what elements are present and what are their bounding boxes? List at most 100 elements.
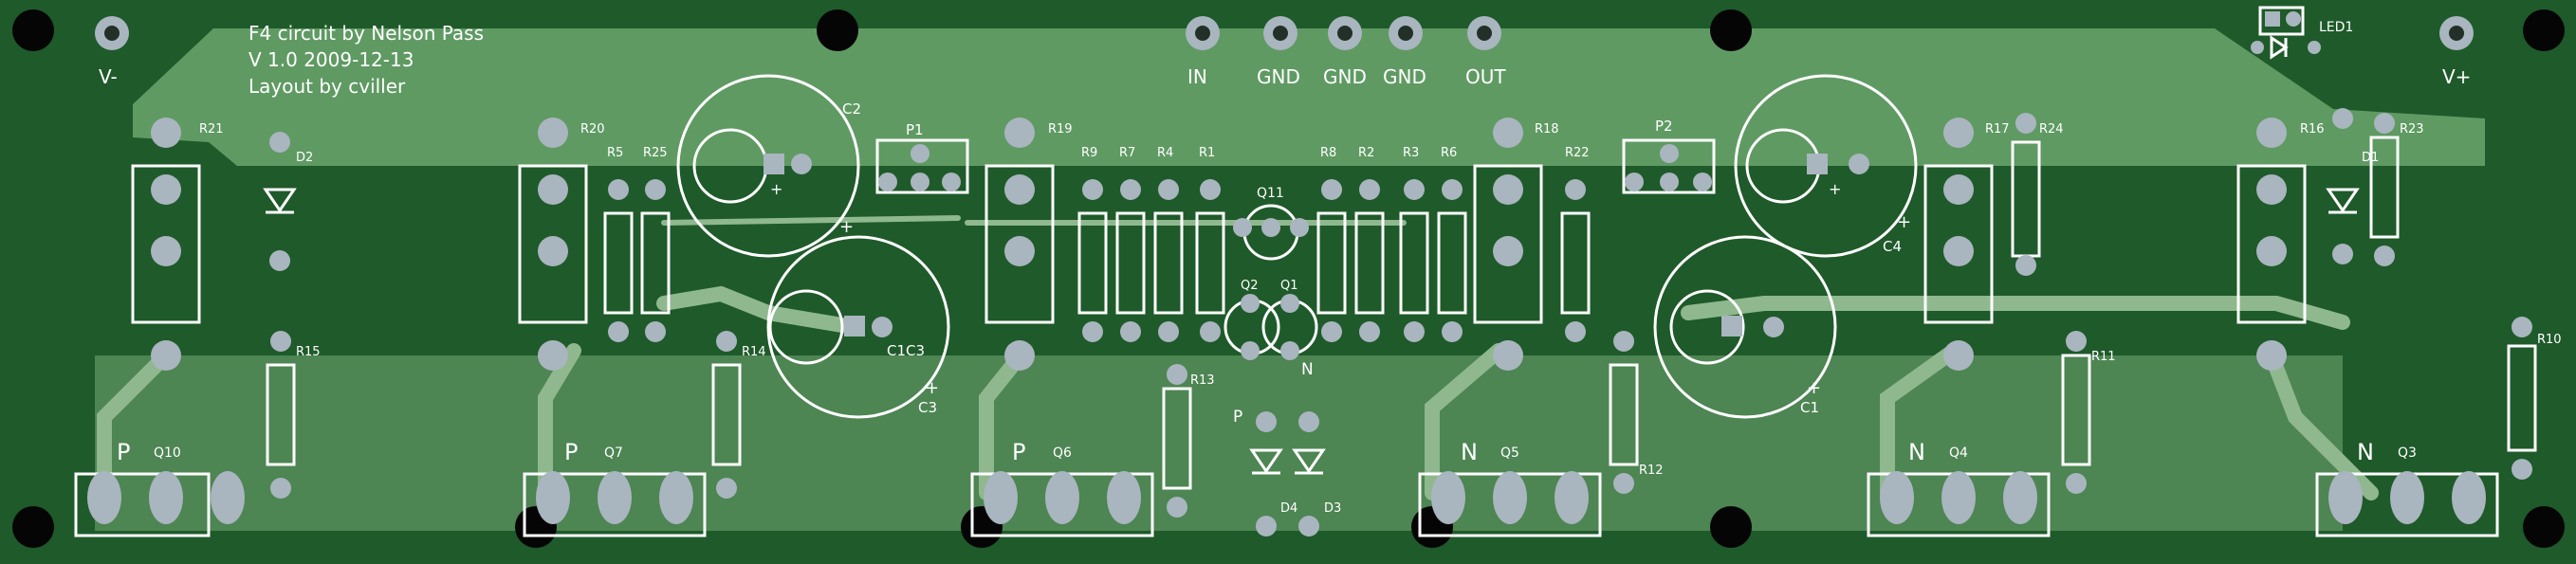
label-n-q3: N [2357, 439, 2374, 465]
trimpot-p2 [1622, 138, 1716, 194]
label-vminus: V- [99, 65, 118, 88]
label-r13: R13 [1190, 373, 1215, 388]
label-c2: C2 [842, 100, 861, 118]
resistor-r7 [1115, 211, 1146, 315]
power-resistor-r21 [131, 164, 201, 324]
resistor-r12 [1609, 363, 1639, 466]
resistor-r4 [1153, 211, 1184, 315]
silkscreen [74, 6, 2537, 537]
label-q11: Q11 [1257, 186, 1284, 201]
label-r24: R24 [2039, 122, 2064, 136]
plus-c2: + [839, 217, 854, 237]
label-r3: R3 [1403, 146, 1419, 160]
label-c1: C1 [1800, 399, 1819, 416]
resistor-r10 [2507, 344, 2537, 452]
diode-d4-symbol [1249, 448, 1283, 475]
label-r12: R12 [1639, 464, 1664, 478]
label-q2: Q2 [1241, 279, 1259, 293]
capacitor-c3-inner [768, 289, 844, 365]
label-q10: Q10 [154, 446, 181, 461]
label-r19: R19 [1048, 122, 1073, 136]
mounting-hole [1710, 506, 1752, 548]
silk-text: F4 circuit by Nelson Pass V 1.0 2009-12-… [99, 20, 2562, 516]
label-r7: R7 [1119, 146, 1135, 160]
resistor-r2 [1354, 211, 1385, 315]
label-r22: R22 [1565, 146, 1590, 160]
resistor-r15 [266, 363, 296, 466]
diode-d2-symbol [263, 188, 297, 214]
resistor-r25 [640, 211, 671, 315]
pads [87, 11, 2532, 537]
label-r4: R4 [1157, 146, 1173, 160]
resistor-r23 [2369, 136, 2400, 239]
label-c3: C3 [918, 399, 937, 416]
label-out: OUT [1465, 65, 1506, 88]
resistor-r6 [1437, 211, 1467, 315]
resistor-r1 [1195, 211, 1225, 315]
power-resistor-r16 [2236, 164, 2307, 324]
label-n-small: N [1301, 360, 1314, 379]
label-q3: Q3 [2398, 446, 2417, 461]
header-line2: V 1.0 2009-12-13 [248, 48, 414, 71]
label-p-q7: P [564, 439, 578, 465]
diode-symbols [263, 35, 2360, 475]
label-r11: R11 [2091, 350, 2116, 364]
label-p1: P1 [906, 121, 924, 138]
label-led1: LED1 [2319, 20, 2353, 35]
plus-c3: + [925, 378, 939, 398]
mounting-hole [12, 506, 54, 548]
label-r10: R10 [2537, 333, 2562, 347]
label-c1c3: C1C3 [887, 342, 925, 359]
label-q6: Q6 [1053, 446, 1072, 461]
label-q7: Q7 [604, 446, 623, 461]
resistor-r3 [1399, 211, 1429, 315]
label-r21: R21 [199, 122, 224, 136]
power-resistor-r18 [1473, 164, 1543, 324]
capacitor-c2 [676, 74, 860, 258]
label-d3: D3 [1324, 501, 1341, 516]
label-p-q10: P [117, 439, 130, 465]
led1-symbol [2270, 35, 2289, 60]
diode-d3-symbol [1292, 448, 1326, 475]
power-resistor-r19 [984, 164, 1055, 324]
resistor-r11 [2061, 354, 2091, 466]
mounting-hole [1710, 9, 1752, 51]
header-line3: Layout by cviller [248, 75, 406, 98]
led1-outline [2258, 6, 2305, 36]
mounting-hole [817, 9, 858, 51]
io-pads [95, 16, 2474, 50]
label-q5: Q5 [1500, 446, 1519, 461]
power-resistor-pads [151, 118, 2287, 371]
plus-c4: + [1897, 212, 1911, 232]
resistor-r8 [1316, 211, 1347, 315]
header-line1: F4 circuit by Nelson Pass [248, 22, 484, 45]
plus-c4-pad: + [1829, 180, 1841, 198]
transistor-q10-outline [74, 472, 211, 537]
label-r9: R9 [1081, 146, 1097, 160]
label-r16: R16 [2300, 122, 2325, 136]
label-q4: Q4 [1949, 446, 1968, 461]
resistor-r22 [1560, 211, 1591, 315]
power-resistor-r20 [518, 164, 588, 324]
capacitor-c3 [766, 235, 950, 419]
label-r5: R5 [607, 146, 623, 160]
label-r25: R25 [643, 146, 668, 160]
label-p-q6: P [1012, 439, 1025, 465]
resistor-r9 [1077, 211, 1108, 315]
output-transistor-pads [87, 471, 2486, 524]
capacitor-c1-inner [1669, 289, 1745, 365]
label-r17: R17 [1985, 122, 2010, 136]
capacitor-c1 [1653, 235, 1837, 419]
mounting-hole [2523, 9, 2565, 51]
label-vplus: V+ [2442, 65, 2471, 88]
label-p2: P2 [1655, 118, 1673, 135]
label-gnd-3: GND [1383, 65, 1426, 88]
label-gnd-2: GND [1323, 65, 1367, 88]
plus-c2-pad: + [770, 180, 782, 198]
label-p-small: P [1233, 408, 1242, 427]
label-r2: R2 [1358, 146, 1374, 160]
label-r20: R20 [580, 122, 605, 136]
label-r1: R1 [1199, 146, 1215, 160]
diode-d1-symbol [2326, 188, 2360, 214]
